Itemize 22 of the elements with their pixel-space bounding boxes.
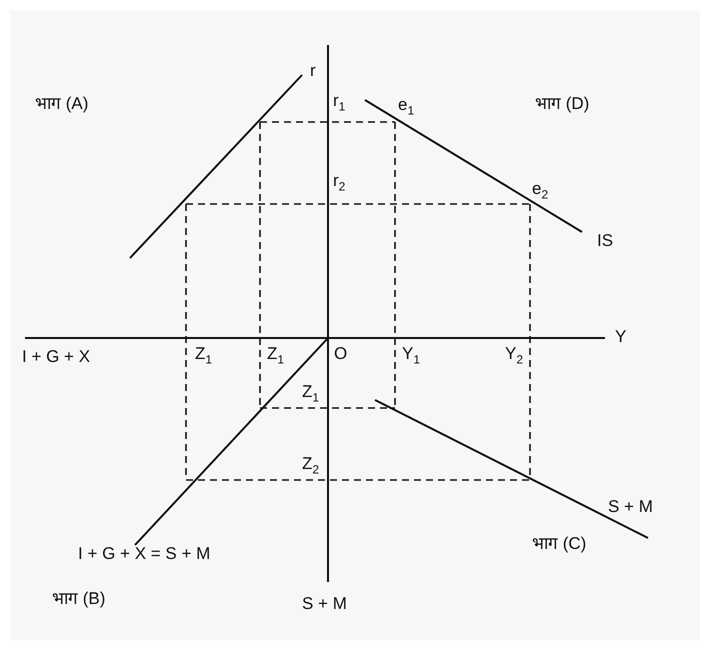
origin-label: O	[334, 345, 348, 362]
axis-value-label: Z$_{1}$	[302, 383, 320, 404]
curve-label: IS	[597, 232, 614, 249]
quadrant-label: भाग (B)	[52, 590, 106, 607]
axis-label: Y	[615, 328, 626, 345]
point-label: e$_{1}$	[398, 96, 414, 116]
axis-value-label: Y$_{1}$	[402, 345, 420, 366]
axis-value-label: Z$_{1}$	[267, 345, 284, 366]
quadrant-label: भाग (C)	[532, 535, 586, 552]
point-label: e$_{2}$	[532, 180, 548, 200]
axis-label: I + G + X	[22, 348, 90, 365]
curve-label: S + M	[608, 498, 653, 515]
axis-value-label: r$_{2}$	[333, 172, 346, 192]
curve-label: r	[310, 62, 316, 79]
axis-value-label: Y$_{2}$	[505, 345, 524, 366]
axis-value-label: Z$_{2}$	[302, 455, 320, 476]
quadrant-label: भाग (D)	[535, 95, 590, 112]
curve-label: I + G + X = S + M	[78, 545, 210, 562]
axis-label: S + M	[302, 595, 347, 612]
quadrant-label: भाग (A)	[35, 95, 88, 112]
axis-value-label: Z$_{1}$	[195, 345, 212, 366]
axis-value-label: r$_{1}$	[333, 92, 346, 112]
